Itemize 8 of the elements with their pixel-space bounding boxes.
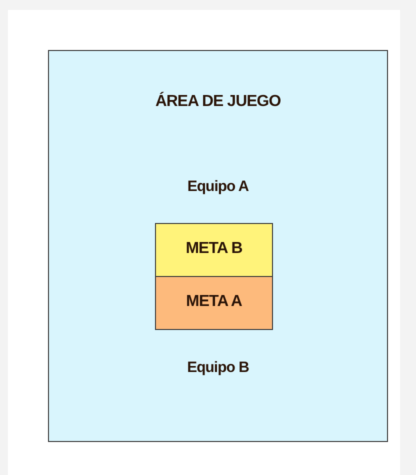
goal-box bbox=[155, 276, 273, 330]
team-label: Equipo A bbox=[186, 178, 250, 195]
team-label: Equipo B bbox=[186, 359, 250, 376]
goal-label: META B bbox=[184, 240, 244, 258]
goal-label: META A bbox=[185, 293, 243, 311]
area-title: ÁREA DE JUEGO bbox=[154, 93, 282, 111]
play-area bbox=[48, 50, 388, 442]
goal-box bbox=[155, 223, 273, 277]
